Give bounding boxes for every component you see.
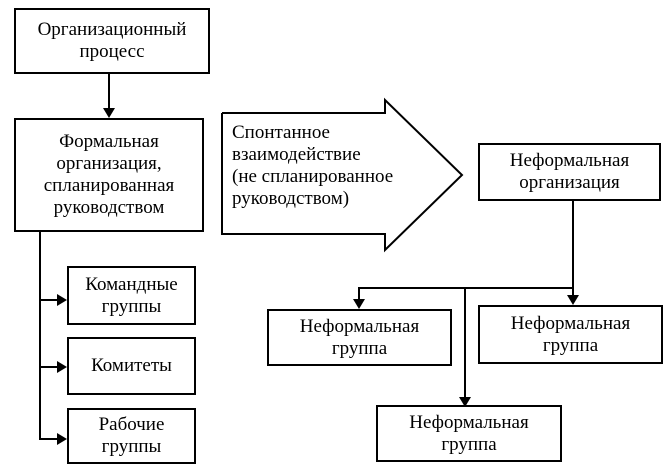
formal-organization-box: Формальная организация, спланированная р…	[14, 118, 204, 232]
work-groups-box: Рабочие группы	[67, 408, 196, 464]
informal-org-line-2: организация	[519, 172, 620, 193]
spontaneous-line-4: руководством)	[232, 188, 350, 209]
formal-org-line-2: организация,	[56, 153, 162, 174]
informal-group-left-line-2: группа	[331, 337, 388, 359]
connector-branch-command	[39, 299, 59, 301]
informal-group-bottom-line-1: Неформальная	[409, 411, 529, 433]
arrowhead-icon	[57, 361, 67, 373]
informal-group-left-line-1: Неформальная	[299, 315, 420, 337]
informal-group-bottom-box: Неформальная группа	[376, 405, 562, 462]
connector-formal-trunk	[39, 232, 41, 439]
connector-to-left-group	[358, 287, 360, 301]
informal-group-right-line-1: Неформальная	[510, 312, 631, 334]
work-groups-line-1: Рабочие	[98, 414, 165, 435]
work-groups-line-2: группы	[101, 436, 162, 457]
arrowhead-icon	[57, 433, 67, 445]
connector-to-bottom-group	[464, 287, 466, 399]
connector-branch-work	[39, 438, 59, 440]
command-groups-line-2: группы	[101, 295, 162, 317]
connector-to-right-group	[572, 287, 574, 297]
spontaneous-line-1: Спонтанное	[232, 122, 330, 143]
formal-org-line-1: Формальная	[59, 131, 159, 152]
informal-group-right-box: Неформальная группа	[478, 305, 663, 364]
arrowhead-icon	[353, 299, 365, 309]
arrowhead-icon	[459, 397, 471, 407]
org-process-line-2: процесс	[79, 41, 145, 62]
connector-branch-committees	[39, 366, 59, 368]
connector-process-to-formal	[108, 74, 110, 110]
spontaneous-line-2: взаимодействие	[232, 144, 361, 165]
arrowhead-icon	[103, 108, 115, 118]
spontaneous-interaction-label: Спонтанное взаимодействие (не спланирова…	[232, 122, 393, 210]
command-groups-line-1: Командные	[85, 273, 178, 295]
connector-informal-trunk	[572, 201, 574, 289]
connector-informal-horizontal	[358, 287, 574, 289]
committees-line-1: Комитеты	[91, 355, 172, 376]
committees-box: Комитеты	[67, 337, 196, 395]
informal-organization-box: Неформальная организация	[478, 143, 661, 201]
informal-group-right-line-2: группа	[542, 334, 599, 356]
arrowhead-icon	[57, 294, 67, 306]
arrowhead-icon	[567, 295, 579, 305]
org-process-line-1: Организационный	[37, 19, 187, 40]
informal-group-bottom-line-2: группа	[441, 433, 497, 455]
formal-org-line-4: руководством	[53, 197, 165, 218]
spontaneous-line-3: (не спланированное	[232, 166, 394, 187]
formal-org-line-3: спланированная	[43, 175, 175, 196]
org-process-box: Организационный процесс	[14, 8, 210, 74]
informal-org-line-1: Неформальная	[509, 150, 630, 171]
informal-group-left-box: Неформальная группа	[267, 309, 452, 366]
command-groups-box: Командные группы	[67, 266, 196, 325]
